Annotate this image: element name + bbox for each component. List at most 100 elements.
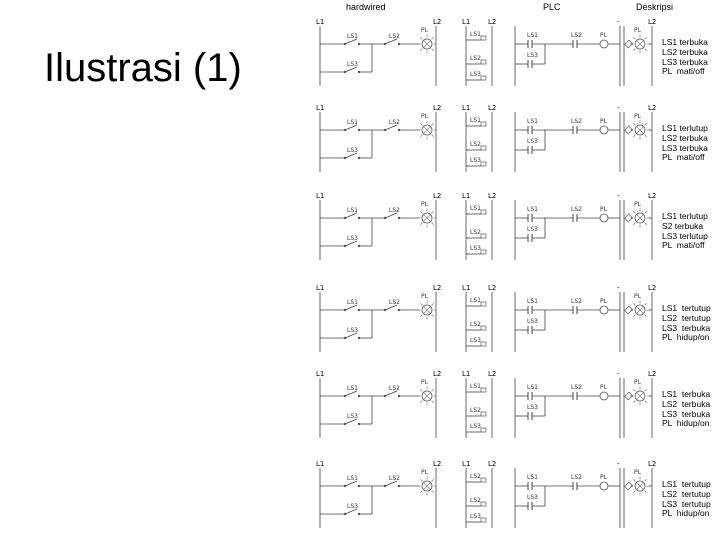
out-pilot-lamp — [630, 120, 650, 140]
plc-output-label: PL — [600, 206, 608, 213]
lamp-ray — [431, 134, 434, 137]
plc-contact-label-a: LS1 — [527, 474, 538, 481]
lamp-ray — [644, 314, 647, 317]
lamp-circle — [634, 212, 646, 224]
hw-switch-b — [383, 390, 401, 398]
hw-switch-c — [343, 332, 361, 340]
lamp-cross — [423, 126, 431, 134]
lamp-cross — [423, 392, 431, 400]
plc-output-coil — [599, 481, 609, 491]
plc-input-label: LS3 — [470, 157, 481, 164]
plc-output-coil — [599, 39, 609, 49]
lamp-circle — [634, 304, 646, 316]
out-diamond — [624, 213, 633, 223]
plc-output-coil — [599, 125, 609, 135]
switch-blade — [344, 418, 358, 425]
lamp-ray — [420, 314, 423, 317]
lamp-ray — [420, 134, 423, 137]
lamp-ray — [633, 37, 636, 40]
plc-contact-label-a: LS1 — [527, 206, 538, 213]
lamp-cross — [423, 482, 431, 490]
lamp-cross — [423, 214, 431, 222]
out-l2-label: L2 — [648, 18, 656, 26]
lamp-ray — [633, 134, 636, 137]
rail-label-l1: L1 — [316, 370, 324, 378]
lamp-ray — [644, 123, 647, 126]
out-marker: - — [617, 284, 620, 292]
plc-input-label: LS2 — [470, 407, 481, 414]
lamp-circle — [421, 124, 433, 136]
plc-contact-label-b: LS2 — [571, 474, 582, 481]
lamp-ray — [420, 37, 423, 40]
header-plc: PLC — [543, 2, 561, 12]
plc-output-coil — [599, 305, 609, 315]
out-marker: - — [617, 18, 620, 26]
hw-label-a: LS1 — [347, 119, 358, 126]
plc-input-box — [480, 35, 487, 41]
plc-output-label: PL — [600, 384, 608, 391]
lamp-ray — [431, 211, 434, 214]
plc-contact-label-a: LS1 — [527, 384, 538, 391]
hw-label-b: LS2 — [389, 385, 400, 392]
plc-input-box — [480, 325, 487, 331]
hw-label-a: LS1 — [347, 475, 358, 482]
out-diamond — [624, 305, 633, 315]
plc-input-label: LS3 — [470, 71, 481, 78]
hw-label-c: LS3 — [347, 413, 358, 420]
plc-output-label: PL — [600, 298, 608, 305]
plc-contact-label-b: LS2 — [571, 384, 582, 391]
plc-input-label: LS2 — [470, 473, 481, 480]
lamp-ray — [633, 479, 636, 482]
switch-blade — [384, 38, 398, 45]
plc-input-box — [480, 387, 487, 393]
plc-contact-label-c: LS3 — [527, 52, 538, 59]
hw-lamp-label: PL — [421, 293, 429, 300]
hw-label-c: LS3 — [347, 61, 358, 68]
lamp-ray — [644, 48, 647, 51]
plc-input-box — [480, 59, 487, 65]
hw-pilot-lamp — [417, 208, 437, 228]
hw-switch-a — [343, 124, 361, 132]
lamp-circle — [421, 212, 433, 224]
plc-in-l1: L1 — [462, 460, 470, 468]
out-lamp-label: PL — [634, 469, 642, 476]
hw-pilot-lamp — [417, 120, 437, 140]
lamp-ray — [420, 303, 423, 306]
plc-output-coil — [599, 391, 609, 401]
out-diamond — [624, 125, 633, 135]
out-lamp-label: PL — [634, 113, 642, 120]
lamp-ray — [644, 479, 647, 482]
plc-input-box — [480, 411, 487, 417]
plc-input-label: LS1 — [470, 383, 481, 390]
lamp-cross — [423, 306, 431, 314]
hw-lamp-label: PL — [421, 27, 429, 34]
plc-input-label: LS2 — [470, 229, 481, 236]
plc-input-label: LS3 — [470, 423, 481, 430]
plc-input-label: LS1 — [470, 205, 481, 212]
out-l2-label: L2 — [648, 284, 656, 292]
switch-blade — [344, 390, 358, 397]
plc-input-label: LS3 — [470, 245, 481, 252]
rail-label-l1: L1 — [316, 460, 324, 468]
plc-in-l1: L1 — [462, 284, 470, 292]
lamp-ray — [644, 400, 647, 403]
switch-blade — [344, 212, 358, 219]
plc-input-box — [480, 501, 487, 507]
header-deskripsi: Deskripsi — [636, 2, 674, 12]
lamp-ray — [644, 134, 647, 137]
plc-input-label: LS2 — [470, 321, 481, 328]
out-marker: - — [617, 460, 620, 468]
lamp-ray — [420, 389, 423, 392]
plc-input-box — [480, 75, 487, 81]
lamp-circle — [634, 124, 646, 136]
out-l2-label: L2 — [648, 104, 656, 112]
plc-input-box — [480, 121, 487, 127]
rung-description: LS1 terbuka LS2 terbuka LS3 terbuka PL m… — [662, 37, 708, 77]
lamp-circle — [421, 304, 433, 316]
hw-label-b: LS2 — [389, 475, 400, 482]
